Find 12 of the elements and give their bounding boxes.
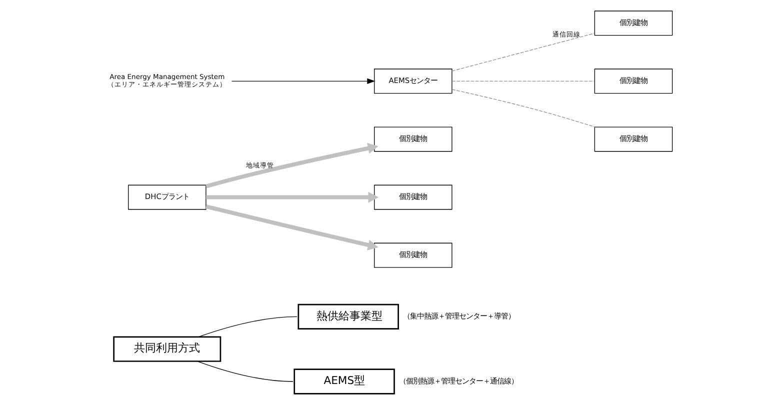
arrow: [206, 192, 378, 203]
node-box: 熱供給事業型: [297, 304, 398, 330]
arrow: [205, 142, 378, 188]
connector: [451, 80, 594, 82]
node-box: AEMS型: [293, 368, 394, 394]
arrow: [230, 78, 375, 84]
connector: [451, 89, 595, 128]
connector: [198, 316, 297, 338]
connector: [196, 360, 293, 382]
arrow: [205, 204, 378, 250]
connector: [451, 32, 594, 72]
node-box: 共同利用方式: [112, 336, 221, 362]
